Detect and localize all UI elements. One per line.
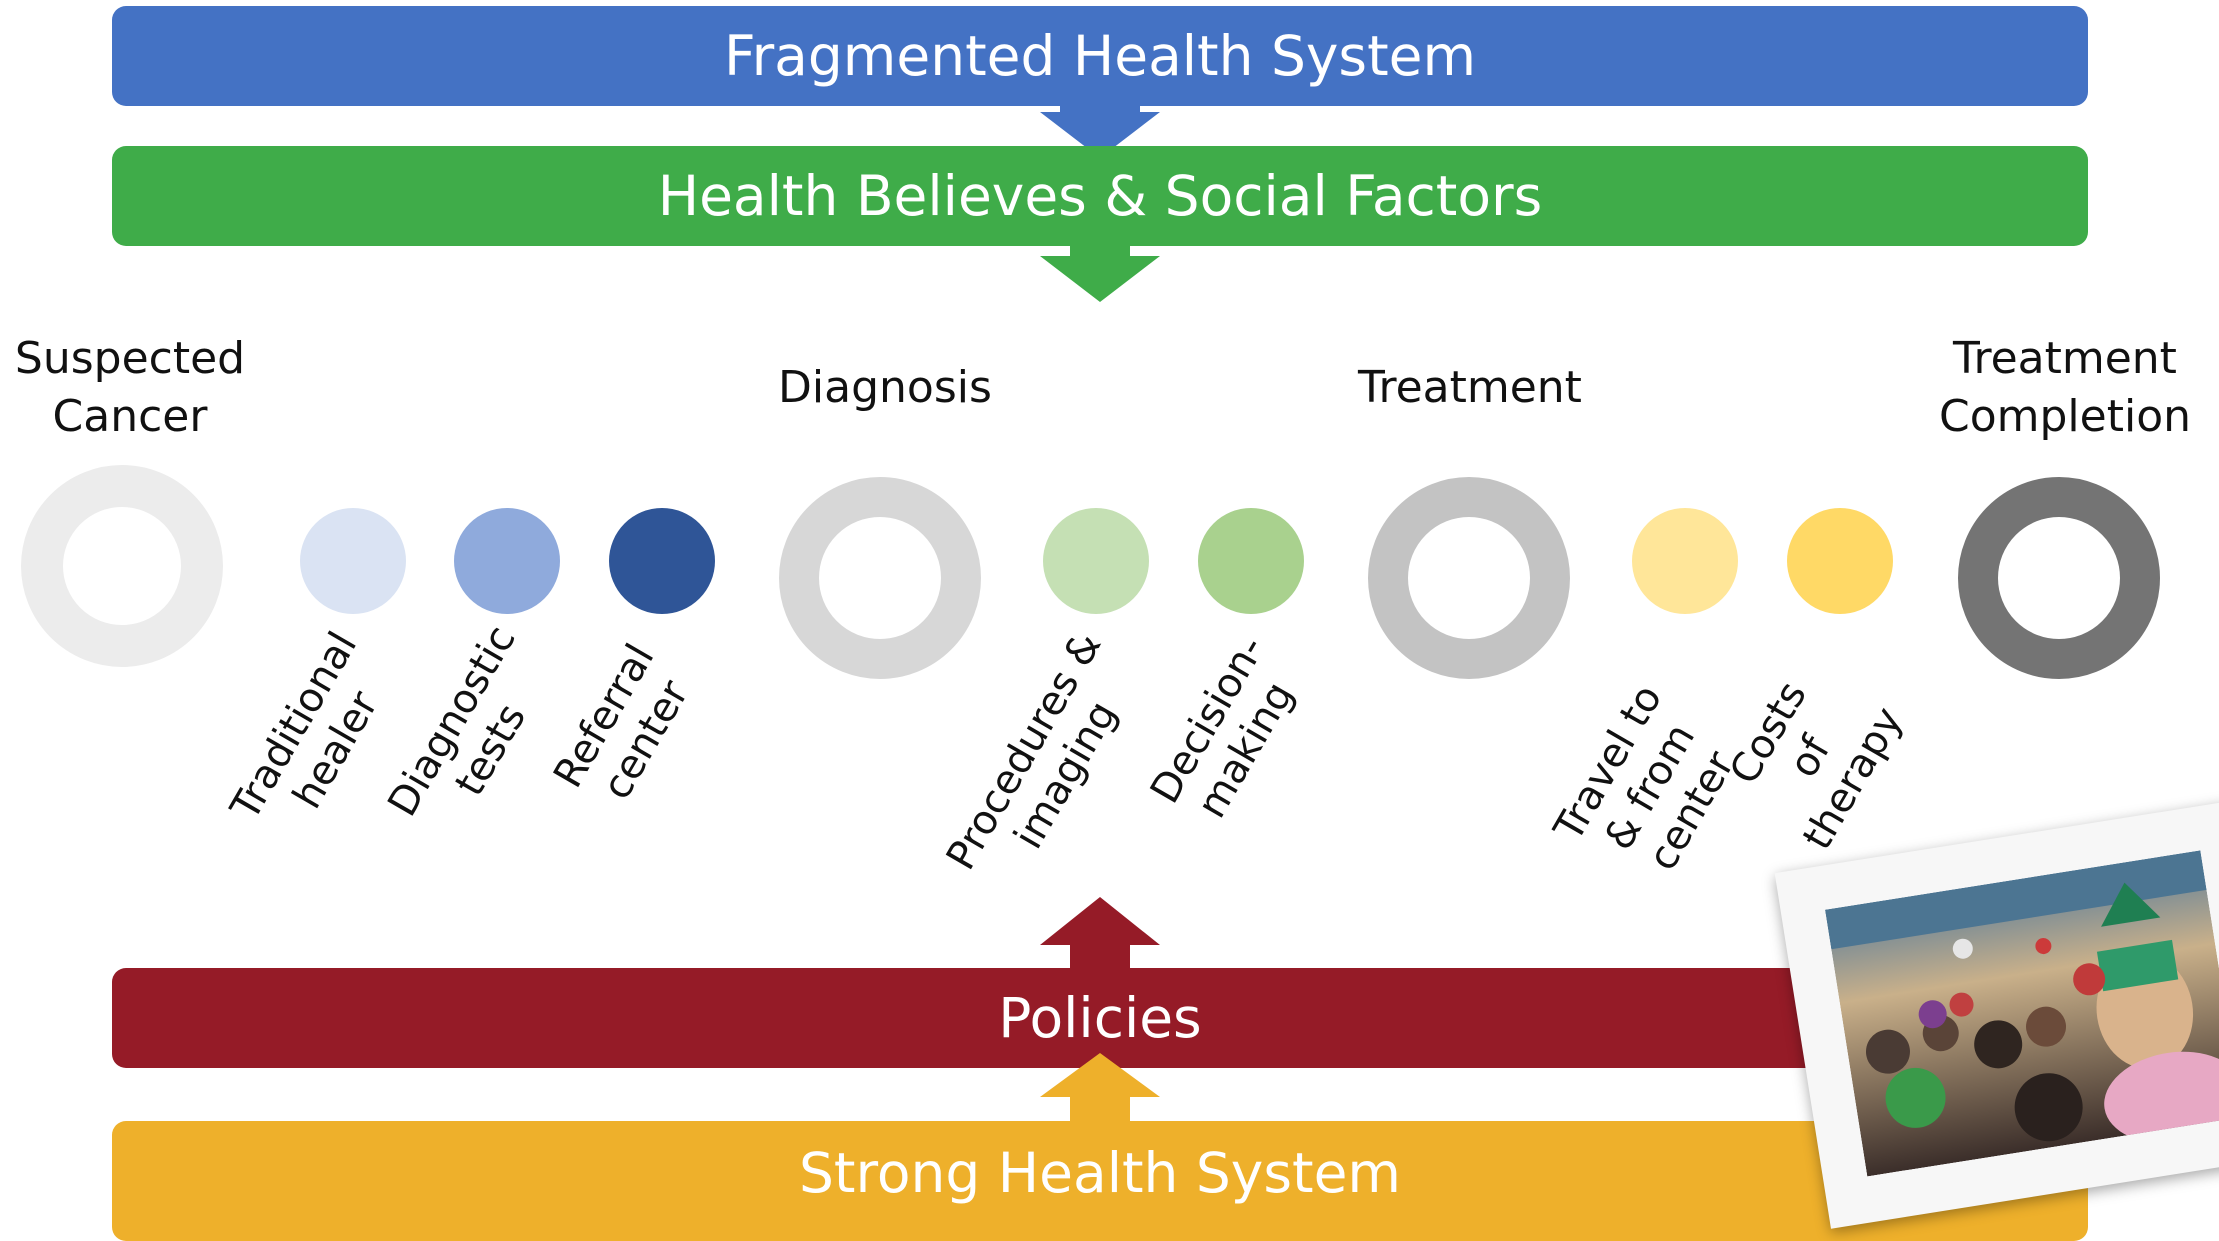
dot-diagnostic-tests (454, 508, 560, 614)
photo-frame (1774, 801, 2219, 1229)
ring-treatment (1368, 477, 1570, 679)
dot-costs (1787, 508, 1893, 614)
stage-suspected-cancer: Suspected Cancer (14, 333, 246, 442)
social-factors-bar: Health Believes & Social Factors (112, 146, 2088, 246)
label-diagnostic-tests: Diagnostic tests (379, 618, 536, 825)
ring-diagnosis (779, 477, 981, 679)
dot-decision-making (1198, 508, 1304, 614)
photo-of-children (1825, 850, 2219, 1177)
label-traditional-healer: Traditional healer (222, 624, 388, 828)
policies-bar: Policies (112, 968, 2088, 1068)
strong-health-system-label: Strong Health System (799, 1141, 1401, 1205)
social-factors-label: Health Believes & Social Factors (657, 164, 1543, 228)
stage-diagnosis: Diagnosis (778, 362, 992, 413)
stage-treatment: Treatment (1358, 362, 1582, 413)
label-decision-making: Decision-making (1141, 628, 1303, 826)
ring-suspected-cancer (21, 465, 223, 667)
ring-treatment-completion (1958, 477, 2160, 679)
green-down-arrow (1040, 244, 1160, 302)
label-referral-center: Referral center (545, 636, 698, 808)
dot-procedures-imaging (1043, 508, 1149, 614)
dot-referral-center (609, 508, 715, 614)
strong-health-system-bar: Strong Health System (112, 1121, 2088, 1241)
blue-down-arrow (1040, 100, 1160, 158)
label-procedures-imaging: Procedures & imaging (937, 624, 1127, 878)
stage-treatment-completion: Treatment Completion (1938, 333, 2191, 442)
dot-travel (1632, 508, 1738, 614)
dot-traditional-healer (300, 508, 406, 614)
fragmented-health-system-label: Fragmented Health System (723, 24, 1477, 88)
label-costs: Costs of therapy (1721, 673, 1912, 858)
gold-up-arrow (1040, 1053, 1160, 1125)
policies-label: Policies (998, 986, 1202, 1050)
fragmented-health-system-bar: Fragmented Health System (112, 6, 2088, 106)
red-up-arrow (1040, 897, 1160, 972)
